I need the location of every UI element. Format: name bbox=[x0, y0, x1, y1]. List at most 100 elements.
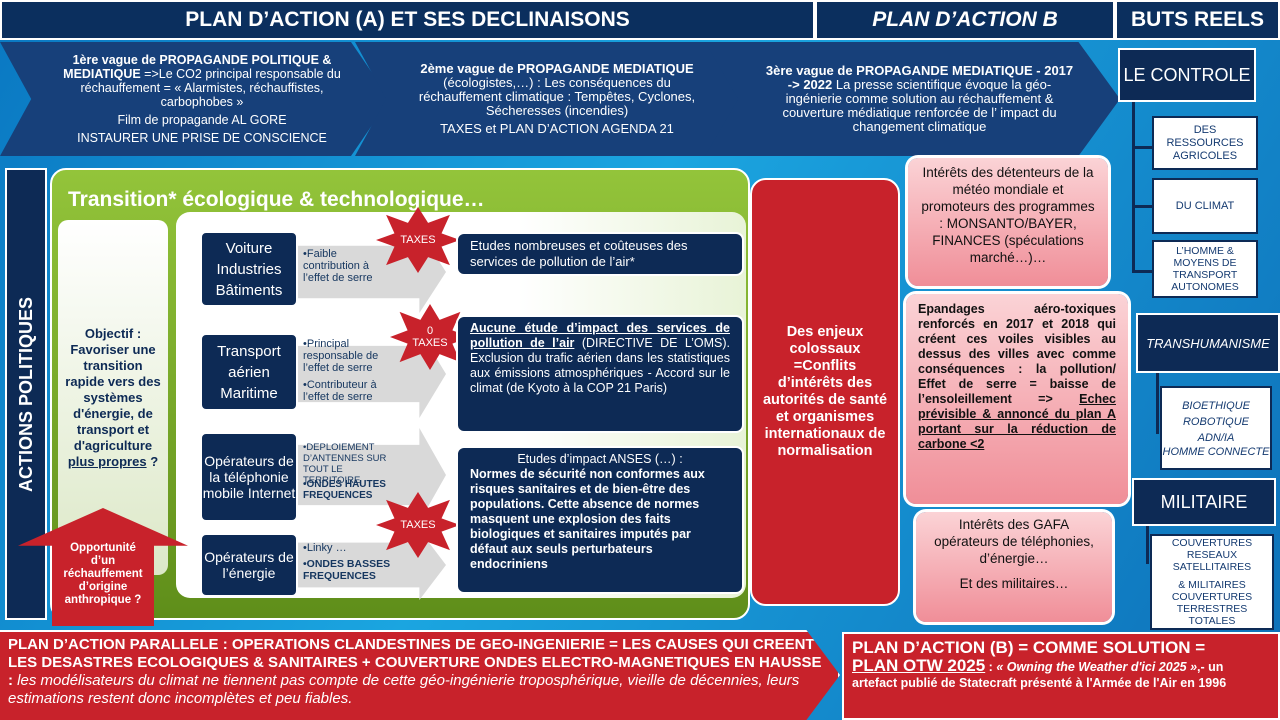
but-homme-label: L’HOMME & MOYENS DE TRANSPORT AUTONOMES bbox=[1171, 245, 1239, 293]
but-ressources: DES RESSOURCES AGRICOLES bbox=[1152, 116, 1258, 170]
category-transport: Transport aérien Maritime bbox=[200, 333, 298, 411]
category-voiture-label: Voiture Industries Bâtiments bbox=[215, 239, 283, 299]
but-militaire-label: MILITAIRE bbox=[1160, 491, 1248, 512]
transhumanisme-tree-line bbox=[1156, 372, 1159, 434]
arrow-2-text-b: •Contributeur à l’effet de serre bbox=[303, 379, 377, 403]
header-buts-title: BUTS REELS bbox=[1130, 8, 1264, 31]
but-homme: L’HOMME & MOYENS DE TRANSPORT AUTONOMES bbox=[1152, 240, 1258, 298]
but-transhumanisme-label: TRANSHUMANISME bbox=[1146, 335, 1270, 351]
wave-2-text: 2ème vague de PROPAGANDE MEDIATIQUE (éco… bbox=[415, 62, 699, 118]
header-plan-a: PLAN D’ACTION (A) ET SES DECLINAISONS bbox=[0, 0, 815, 40]
result-aucune-etude: Aucune étude d’impact des services de po… bbox=[456, 315, 744, 433]
transition-title: Transition* écologique & technologique… bbox=[68, 188, 485, 211]
plan-parallele-box: PLAN D’ACTION PARALLELE : OPERATIONS CLA… bbox=[0, 630, 840, 720]
wave-1-text: 1ère vague de PROPAGANDE POLITIQUE & MED… bbox=[60, 53, 344, 109]
but-militaire-list: COUVERTURES RESEAUX SATELLITAIRES & MILI… bbox=[1150, 534, 1274, 630]
wave-1-line2: Film de propagande AL GORE bbox=[117, 113, 287, 127]
interets-meteo-box: Intérêts des détenteurs de la météo mond… bbox=[908, 158, 1108, 286]
but-climat: DU CLIMAT bbox=[1152, 178, 1258, 234]
category-energie: Opérateurs de l’énergie bbox=[200, 533, 298, 597]
epandages-box: Epandages aéro-toxiques renforcés en 201… bbox=[906, 294, 1128, 504]
but-militaire: MILITAIRE bbox=[1132, 478, 1276, 526]
enjeux-text: Des enjeux colossaux =Conflits d’intérêt… bbox=[762, 324, 888, 459]
wave-1-line3: INSTAURER UNE PRISE DE CONSCIENCE bbox=[77, 131, 327, 145]
controle-branch-2 bbox=[1132, 205, 1154, 208]
result-anses: Etudes d’impact ANSES (…) : Normes de sé… bbox=[456, 446, 744, 594]
plan-b-italic: « Owning the Weather d'ici 2025 » bbox=[996, 660, 1198, 674]
but-homme-connecte: HOMME CONNECTE bbox=[1162, 446, 1270, 458]
wave-1-title: 1ère vague de PROPAGANDE POLITIQUE & MED… bbox=[63, 53, 332, 81]
interets-gafa-box: Intérêts des GAFA opérateurs de téléphon… bbox=[916, 512, 1112, 622]
plan-b-rest: ,- un artefact publié de Statecraft prés… bbox=[852, 660, 1227, 690]
plan-parallele-italic: les modélisateurs du climat ne tiennent … bbox=[8, 672, 800, 707]
plan-b-solution-box: PLAN D’ACTION (B) = COMME SOLUTION = PLA… bbox=[842, 632, 1280, 720]
plan-b-solution-detail: PLAN OTW 2025 : « Owning the Weather d'i… bbox=[852, 656, 1270, 691]
result-etudes-air-text: Etudes nombreuses et coûteuses des servi… bbox=[470, 238, 688, 269]
arrow-4-text-a: •Linky … bbox=[303, 542, 347, 554]
header-plan-b: PLAN D’ACTION B bbox=[815, 0, 1115, 40]
wave-3-title: 3ère vague de PROPAGANDE MEDIATIQUE - 20… bbox=[765, 63, 1074, 92]
militaire-tree-line bbox=[1146, 524, 1149, 564]
epandages-underlined: Echec prévisible & annoncé du plan A por… bbox=[918, 392, 1116, 451]
objectif-underlined: plus propres bbox=[67, 453, 147, 469]
plan-b-sep: : bbox=[985, 660, 997, 674]
category-telephonie-label: Opérateurs de la téléphonie mobile Inter… bbox=[202, 453, 296, 501]
wave-3-chevron: 3ère vague de PROPAGANDE MEDIATIQUE - 20… bbox=[705, 42, 1120, 156]
category-energie-label: Opérateurs de l’énergie bbox=[204, 549, 294, 581]
epandages-body: Epandages aéro-toxiques renforcés en 201… bbox=[918, 302, 1116, 406]
taxes-star-2-label: 0 TAXES bbox=[412, 325, 448, 349]
but-transhumanisme: TRANSHUMANISME bbox=[1136, 313, 1280, 373]
plan-parallele-caps: PLAN D’ACTION PARALLELE : OPERATIONS CLA… bbox=[8, 636, 822, 689]
objectif-end: ? bbox=[146, 453, 159, 469]
category-voiture: Voiture Industries Bâtiments bbox=[200, 231, 298, 307]
wave-1-body: =>Le CO2 principal responsable du réchau… bbox=[80, 67, 341, 109]
but-couverture-satellitaire: COUVERTURES RESEAUX SATELLITAIRES bbox=[1171, 537, 1253, 573]
wave-1-chevron: 1ère vague de PROPAGANDE POLITIQUE & MED… bbox=[0, 42, 390, 156]
arrow-3-text-b: •ONDES HAUTES FREQUENCES bbox=[303, 479, 386, 501]
taxes-star-3: TAXES bbox=[376, 492, 460, 558]
wave-2-body: (écologistes,…) : Les conséquences du ré… bbox=[418, 75, 696, 118]
header-buts-reels: BUTS REELS bbox=[1115, 0, 1280, 40]
but-climat-label: DU CLIMAT bbox=[1175, 199, 1235, 212]
arrow-2-text-a: •Principal responsable de l’effet de ser… bbox=[303, 338, 379, 374]
but-couverture-terrestre: & MILITAIRES COUVERTURES TERRESTRES TOTA… bbox=[1171, 579, 1253, 627]
wave-3-text: 3ère vague de PROPAGANDE MEDIATIQUE - 20… bbox=[765, 64, 1074, 134]
taxes-star-1-label: TAXES bbox=[400, 234, 436, 246]
interets-meteo-text: Intérêts des détenteurs de la météo mond… bbox=[921, 165, 1095, 265]
controle-branch-3 bbox=[1132, 270, 1154, 273]
objectif-text: Objectif : Favoriser une transition rapi… bbox=[64, 326, 162, 470]
result-anses-title: Etudes d’impact ANSES (…) : bbox=[517, 452, 683, 466]
arrow-1-text: •Faible contribution à l’effet de serre bbox=[303, 248, 373, 284]
but-adn-ia: ADN/IA bbox=[1197, 432, 1235, 444]
wave-2-line2: TAXES et PLAN D’ACTION AGENDA 21 bbox=[440, 121, 674, 136]
opportunite-text: Opportunité d’un réchauffement d’origine… bbox=[63, 542, 143, 606]
taxes-star-1: TAXES bbox=[376, 207, 460, 273]
wave-2-title: 2ème vague de PROPAGANDE MEDIATIQUE bbox=[420, 61, 694, 76]
but-controle: LE CONTROLE bbox=[1118, 48, 1256, 102]
actions-politiques-label: ACTIONS POLITIQUES bbox=[15, 296, 36, 492]
result-aucune-etude-underlined: Aucune étude d’impact des services de po… bbox=[470, 321, 730, 350]
but-robotique: ROBOTIQUE bbox=[1182, 416, 1249, 428]
category-telephonie: Opérateurs de la téléphonie mobile Inter… bbox=[200, 432, 298, 522]
but-ressources-label: DES RESSOURCES AGRICOLES bbox=[1166, 123, 1244, 162]
category-transport-label: Transport aérien Maritime bbox=[217, 342, 281, 402]
controle-branch-1 bbox=[1132, 146, 1154, 149]
controle-tree-line bbox=[1132, 100, 1135, 272]
arrow-3-text-a: •DEPLOIEMENT D’ANTENNES SUR TOUT LE TERR… bbox=[303, 442, 387, 486]
header-plan-b-title: PLAN D’ACTION B bbox=[872, 8, 1058, 31]
interets-gafa-text: Intérêts des GAFA opérateurs de téléphon… bbox=[934, 517, 1094, 566]
wave-2-chevron: 2ème vague de PROPAGANDE MEDIATIQUE (éco… bbox=[355, 42, 745, 156]
enjeux-box: Des enjeux colossaux =Conflits d’intérêt… bbox=[750, 178, 900, 606]
result-etudes-air: Etudes nombreuses et coûteuses des servi… bbox=[456, 232, 744, 276]
but-bioethique: BIOETHIQUE bbox=[1182, 400, 1250, 412]
objectif-lead: Objectif : Favoriser une transition rapi… bbox=[65, 325, 161, 453]
result-aucune-etude-lead: Aucune étude d’impact des services de po… bbox=[470, 321, 730, 350]
interets-gafa-line2: Et des militaires… bbox=[959, 576, 1069, 591]
header-plan-a-title: PLAN D’ACTION (A) ET SES DECLINAISONS bbox=[185, 8, 630, 31]
actions-politiques-bar: ACTIONS POLITIQUES bbox=[5, 168, 47, 620]
result-aucune-etude-body: (DIRECTIVE DE L’OMS). Exclusion du trafi… bbox=[470, 336, 730, 395]
plan-b-otw: PLAN OTW 2025 bbox=[852, 656, 986, 675]
plan-b-solution-title: PLAN D’ACTION (B) = COMME SOLUTION = bbox=[852, 638, 1206, 657]
but-transhumanisme-list: BIOETHIQUE ROBOTIQUE ADN/IA HOMME CONNEC… bbox=[1160, 386, 1272, 470]
arrow-4-text-b: •ONDES BASSES FREQUENCES bbox=[303, 558, 391, 582]
